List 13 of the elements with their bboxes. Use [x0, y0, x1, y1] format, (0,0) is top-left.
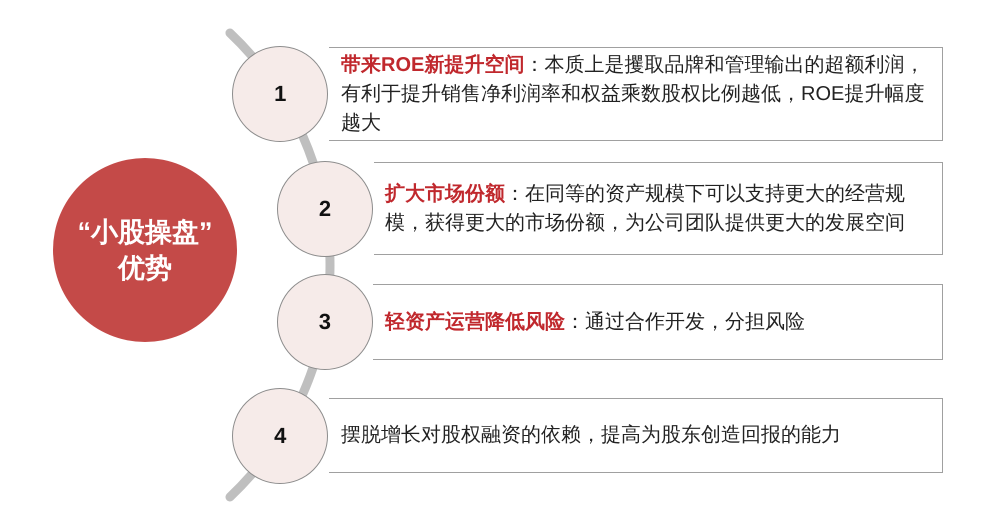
step-number: 2 [318, 196, 332, 222]
description-text: 带来ROE新提升空间：本质上是攫取品牌和管理输出的超额利润，有利于提升销售净利润率和权益乘数股权比例越低，ROE提升幅度越大 [341, 52, 926, 136]
topic-text: “小股操盘”优势 [76, 216, 214, 285]
step-number: 4 [274, 423, 286, 449]
step-number: 3 [318, 309, 331, 335]
text-box [329, 47, 943, 141]
description-text: 轻资产运营降低风险：通过合作开发，分担风险 [385, 310, 805, 334]
text-box [329, 398, 943, 473]
description-text: 扩大市场份额：在同等的资产规模下可以支持更大的经营规模，获得更大的市场份额，为公司团队提供更大的发展空间 [385, 182, 906, 236]
step-number: 1 [274, 81, 286, 107]
text-box [373, 284, 943, 360]
text-box [374, 162, 943, 255]
description-text: 摆脱增长对股权融资的依赖，提高为股东创造回报的能力 [341, 423, 841, 448]
